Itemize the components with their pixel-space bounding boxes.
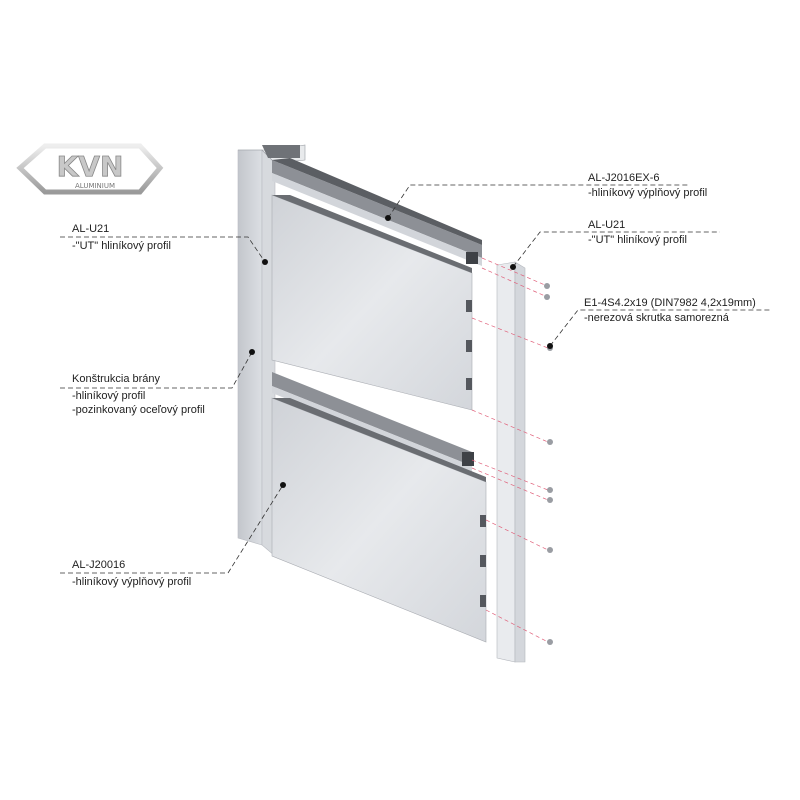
callout-desc: -hliníkový výplňový profil: [588, 187, 708, 199]
screw-icons: [544, 283, 553, 645]
callout-desc: -nerezová skrutka samorezná: [584, 312, 729, 324]
callout-gate-frame: Konštrukcia brány -hliníkový profil -poz…: [72, 372, 205, 417]
logo-sub: ALUMINIUM: [75, 182, 115, 190]
callout-dots: [249, 215, 553, 488]
callout-code: AL-U21: [72, 223, 110, 235]
callout-code: AL-J2016EX-6: [588, 172, 660, 184]
kvn-logo: KVN ALUMINIUM: [16, 143, 164, 195]
callout-desc: -hliníkový výplňový profil: [72, 576, 192, 588]
callout-desc: -"UT" hliníkový profil: [588, 234, 687, 246]
callout-left-post: AL-U21 -"UT" hliníkový profil: [72, 222, 171, 253]
screw-guides: [471, 257, 549, 643]
leader-lines: [60, 184, 770, 574]
callout-screw: E1-4S4.2x19 (DIN7982 4,2x19mm) -nerezová…: [584, 296, 756, 325]
lower-panel: [271, 397, 487, 643]
callout-desc: -"UT" hliníkový profil: [72, 240, 171, 252]
logo-main: KVN: [57, 150, 124, 183]
callout-desc: -pozinkovaný oceľový profil: [72, 404, 205, 416]
right-post: [496, 261, 526, 663]
callout-right-post: AL-U21 -"UT" hliníkový profil: [588, 218, 687, 247]
callout-code: AL-U21: [588, 219, 626, 231]
callout-code: Konštrukcia brány: [72, 373, 161, 385]
top-profile: [272, 158, 482, 266]
callout-code: E1-4S4.2x19 (DIN7982 4,2x19mm): [584, 297, 756, 309]
callout-desc: -hliníkový profil: [72, 390, 146, 402]
callout-top-profile: AL-J2016EX-6 -hliníkový výplňový profil: [588, 171, 707, 200]
callout-panel: AL-J20016 -hliníkový výplňový profil: [72, 558, 191, 589]
callout-code: AL-J20016: [72, 559, 126, 571]
